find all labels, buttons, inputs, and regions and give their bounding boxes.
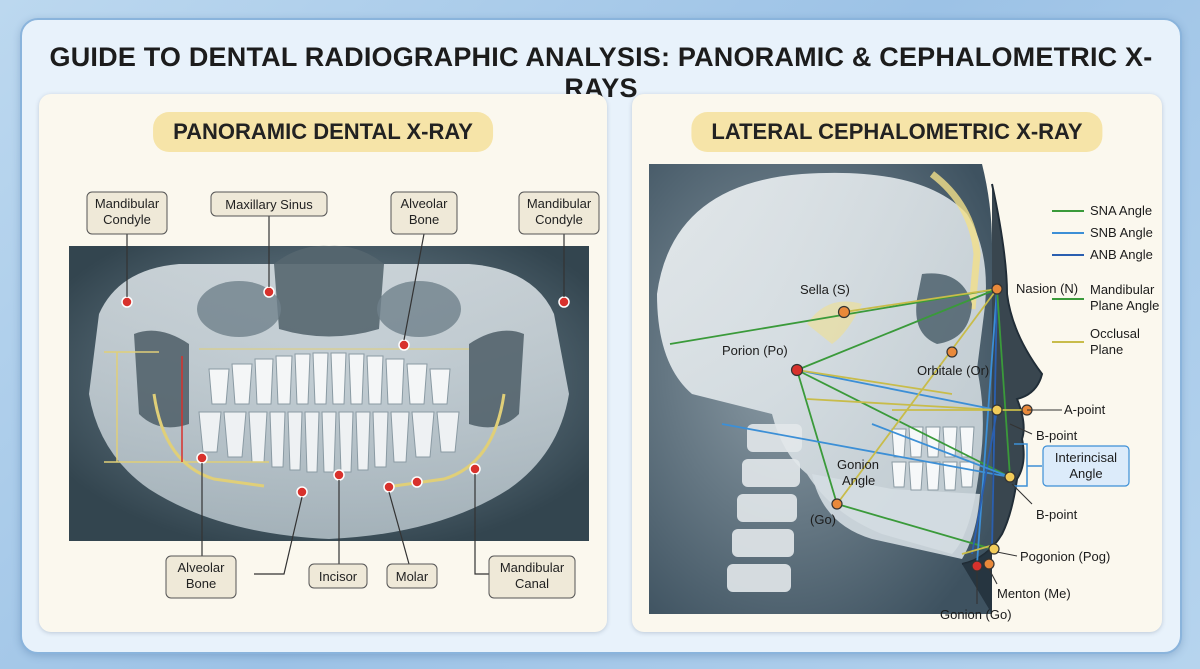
frontal-highlight bbox=[929, 171, 981, 310]
nasal-cavity bbox=[274, 245, 384, 337]
label-b-point-lower: B-point bbox=[1036, 507, 1078, 522]
mandibular-canal-right bbox=[393, 393, 506, 488]
mandible-shape bbox=[89, 264, 569, 539]
maxillary-sinus-left bbox=[197, 281, 281, 337]
label-pogonion: Pogonion (Pog) bbox=[1020, 549, 1110, 564]
ceph-labels: Sella (S) Nasion (N) Porion (Po) Orbital… bbox=[722, 281, 1110, 622]
ceph-legend: SNA Angle SNB Angle ANB Angle Mandibular… bbox=[1052, 203, 1159, 357]
svg-text:Condyle: Condyle bbox=[535, 212, 583, 227]
panoramic-xray-illustration: Mandibular Condyle Maxillary Sinus Alveo… bbox=[69, 191, 600, 599]
panoramic-heading: PANORAMIC DENTAL X-RAY bbox=[153, 112, 493, 152]
infographic-card: GUIDE TO DENTAL RADIOGRAPHIC ANALYSIS: P… bbox=[20, 18, 1182, 654]
upper-teeth bbox=[208, 352, 451, 405]
label-mandibular-condyle-right: Mandibular bbox=[527, 196, 592, 211]
label-incisor: Incisor bbox=[319, 569, 358, 584]
label-alveolar-bone-top: Alveolar bbox=[401, 196, 449, 211]
mandible bbox=[812, 474, 980, 559]
panoramic-labels: Mandibular Condyle Maxillary Sinus Alveo… bbox=[86, 191, 600, 599]
soft-tissue-fill bbox=[962, 164, 1042, 614]
ramus-left bbox=[134, 330, 189, 428]
label-porion: Porion (Po) bbox=[722, 343, 788, 358]
interincisal-bracket bbox=[1014, 443, 1028, 487]
ceph-landmark-dots bbox=[790, 283, 1033, 572]
label-mandibular-condyle-left: Mandibular bbox=[95, 196, 160, 211]
ramus-right bbox=[469, 330, 524, 428]
label-sella: Sella (S) bbox=[800, 282, 850, 297]
analysis-lines bbox=[669, 288, 1027, 565]
label-molar: Molar bbox=[396, 569, 429, 584]
svg-text:Bone: Bone bbox=[186, 576, 216, 591]
label-maxillary-sinus: Maxillary Sinus bbox=[225, 197, 313, 212]
svg-text:Canal: Canal bbox=[515, 576, 549, 591]
legend-occlusal-plane: Occlusal bbox=[1090, 326, 1140, 341]
label-gonion-angle: Gonion bbox=[837, 457, 879, 472]
label-gonion-bottom: Gonion (Go) bbox=[940, 607, 1012, 622]
lower-teeth bbox=[198, 411, 460, 473]
label-gonion-abbr: (Go) bbox=[810, 512, 836, 527]
svg-text:Plane: Plane bbox=[1090, 342, 1123, 357]
label-b-point-upper: B-point bbox=[1036, 428, 1078, 443]
svg-text:Angle: Angle bbox=[842, 473, 875, 488]
skull-shape bbox=[657, 172, 986, 554]
legend-snb: SNB Angle bbox=[1090, 225, 1153, 240]
cephalometric-heading: LATERAL CEPHALOMETRIC X-RAY bbox=[691, 112, 1103, 152]
cephalometric-panel: LATERAL CEPHALOMETRIC X-RAY bbox=[632, 94, 1162, 632]
maxillary-sinus-right bbox=[377, 281, 461, 337]
mandibular-canal-left bbox=[152, 393, 265, 488]
legend-sna: SNA Angle bbox=[1090, 203, 1152, 218]
label-orbitale: Orbitale (Or) bbox=[917, 363, 989, 378]
label-alveolar-bone-bottom: Alveolar bbox=[178, 560, 226, 575]
cephalometric-xray-illustration: Sella (S) Nasion (N) Porion (Po) Orbital… bbox=[649, 164, 1159, 622]
svg-text:Plane Angle: Plane Angle bbox=[1090, 298, 1159, 313]
legend-mandibular-plane: Mandibular bbox=[1090, 282, 1155, 297]
svg-text:Condyle: Condyle bbox=[103, 212, 151, 227]
page-title: GUIDE TO DENTAL RADIOGRAPHIC ANALYSIS: P… bbox=[49, 42, 1153, 103]
label-interincisal-angle: Interincisal bbox=[1055, 450, 1117, 465]
svg-text:Angle: Angle bbox=[1069, 466, 1102, 481]
panoramic-panel: PANORAMIC DENTAL X-RAY bbox=[39, 94, 607, 632]
orbit bbox=[916, 273, 972, 344]
label-menton: Menton (Me) bbox=[997, 586, 1071, 601]
ceph-leader-lines bbox=[976, 409, 1062, 604]
interincisal-box bbox=[1042, 445, 1130, 487]
label-a-point: A-point bbox=[1064, 402, 1106, 417]
svg-text:Bone: Bone bbox=[409, 212, 439, 227]
label-nasion: Nasion (N) bbox=[1016, 281, 1078, 296]
landmark-dots bbox=[121, 286, 570, 498]
legend-anb: ANB Angle bbox=[1090, 247, 1153, 262]
label-mandibular-canal: Mandibular bbox=[500, 560, 565, 575]
